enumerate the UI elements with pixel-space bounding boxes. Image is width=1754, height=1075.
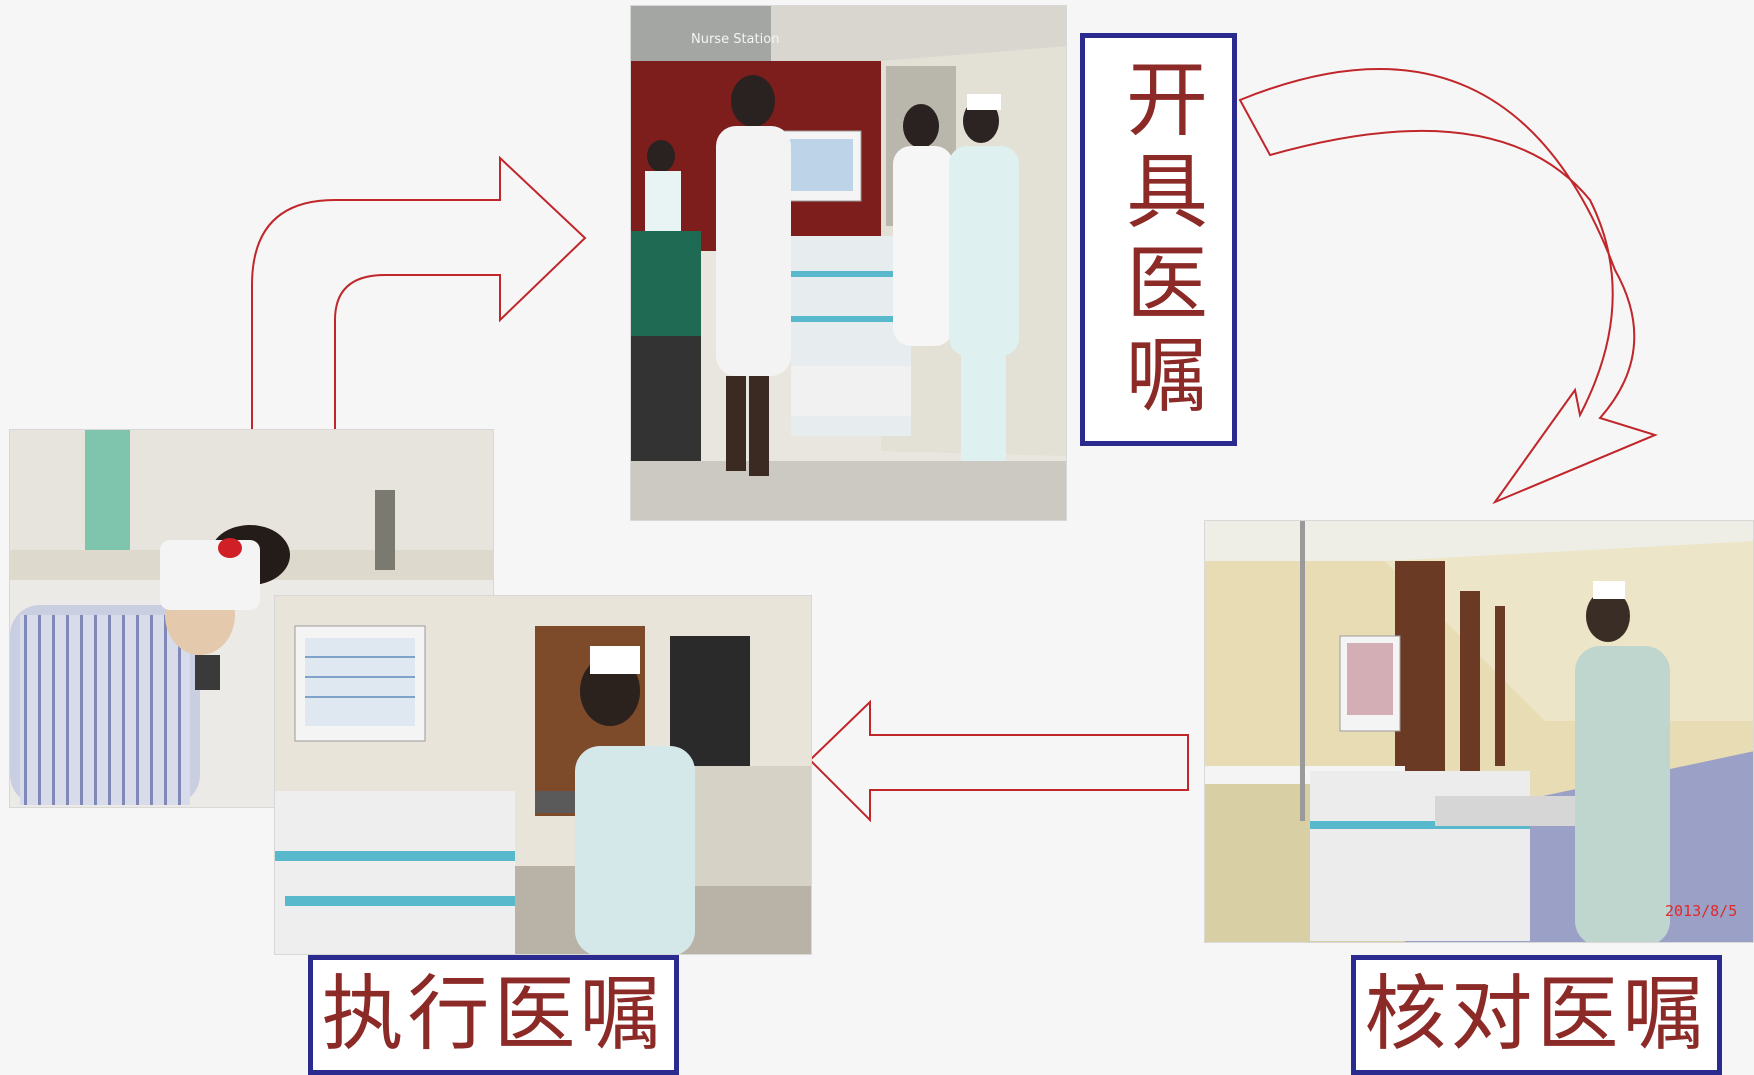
photo-verify-orders: 2013/8/5 [1204,520,1754,943]
arrow-issue-to-verify [1238,68,1658,505]
nurse-station-sign: Nurse Station [691,32,779,47]
arrow-execute-to-issue [251,155,587,430]
arrow-verify-to-execute [808,699,1189,823]
label-verify-orders-text: 核对医嘱 [1364,967,1709,1062]
label-execute-orders: 执行医嘱 [308,955,679,1075]
label-verify-orders: 核对医嘱 [1351,955,1722,1075]
label-issue-orders-text: 开具医嘱 [1111,55,1207,424]
photo-execute-orders [274,595,812,955]
photo-issue-orders: Nurse Station [630,5,1067,521]
date-stamp: 2013/8/5 [1665,902,1737,920]
label-execute-orders-text: 执行医嘱 [321,967,666,1062]
label-issue-orders: 开具医嘱 [1080,33,1237,446]
